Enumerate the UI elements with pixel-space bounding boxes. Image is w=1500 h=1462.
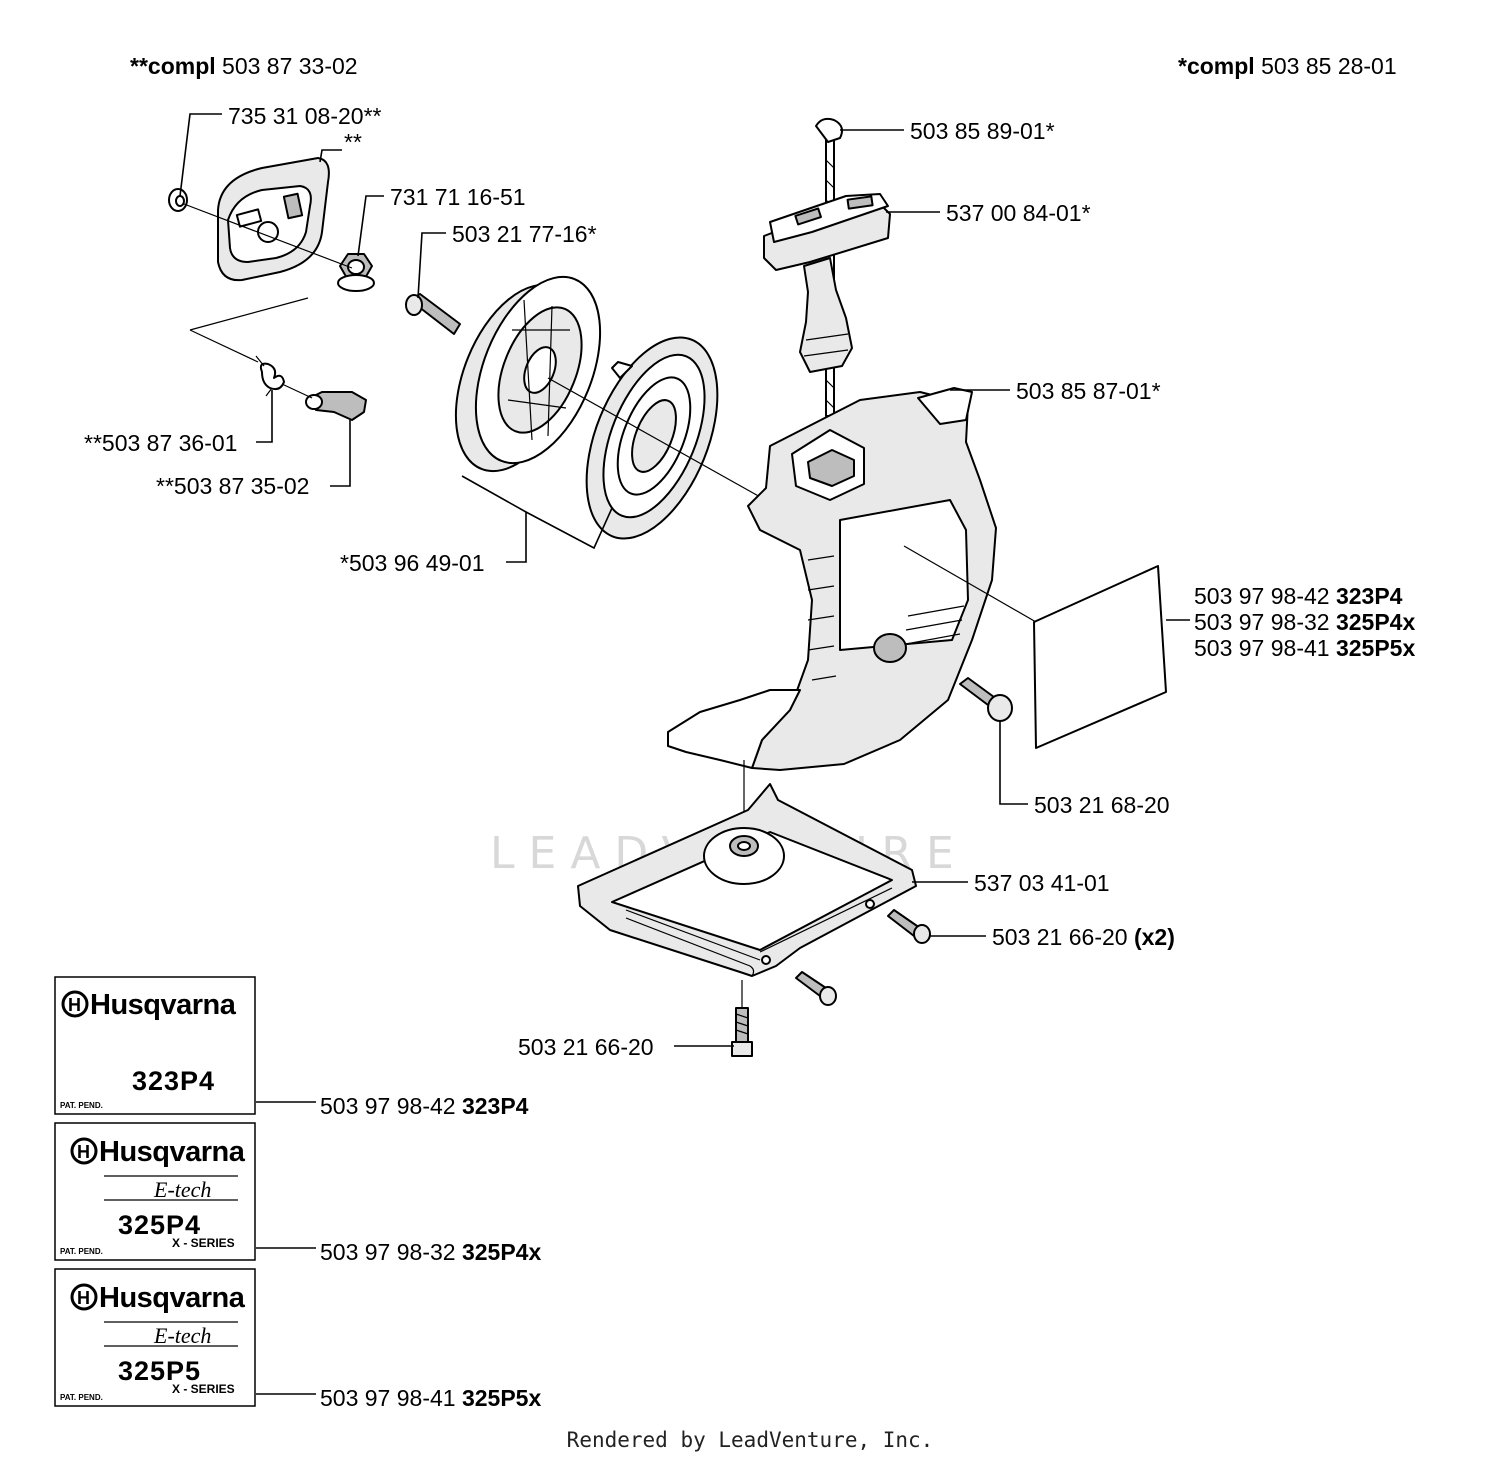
- leader-lines: [179, 113, 1190, 1395]
- svg-text:X - SERIES: X - SERIES: [172, 1236, 235, 1250]
- husqvarna-logo-icon: H: [70, 1137, 98, 1165]
- decal-325p5x: H Husqvarna E-tech 325P5 X - SERIES PAT.…: [54, 1268, 256, 1407]
- starter-housing: [667, 387, 997, 830]
- starter-screw: [405, 293, 461, 335]
- svg-text:H: H: [77, 1142, 90, 1162]
- svg-text:Husqvarna: Husqvarna: [99, 1136, 246, 1168]
- plate-screw-lower: [731, 1007, 753, 1057]
- decal-323p4: H Husqvarna 323P4 PAT. PEND.: [54, 976, 256, 1115]
- callout-731-71-16-51: 731 71 16-51: [390, 184, 526, 210]
- svg-text:325P4: 325P4: [118, 1210, 201, 1240]
- mounting-plate: [577, 783, 917, 977]
- callout-537-00-84-01: 537 00 84-01*: [946, 200, 1091, 226]
- svg-text:Husqvarna: Husqvarna: [99, 1282, 246, 1314]
- callout-decal-box-323p4: 503 97 98-42 323P4: [320, 1093, 529, 1119]
- callout-537-03-41-01: 537 03 41-01: [974, 870, 1110, 896]
- husqvarna-logo-icon: H: [70, 1283, 98, 1311]
- callout-503-21-77-16: 503 21 77-16*: [452, 221, 597, 247]
- recoil-spring: [585, 336, 719, 540]
- decal-sheet: [1033, 565, 1167, 749]
- callout-503-87-36-01: **503 87 36-01: [84, 430, 237, 456]
- callout-735-31-08-20: 735 31 08-20**: [228, 103, 382, 129]
- callout-503-21-66-20: 503 21 66-20: [518, 1034, 654, 1060]
- svg-text:E-tech: E-tech: [153, 1177, 211, 1202]
- husqvarna-logo-icon: H: [61, 990, 89, 1018]
- svg-text:323P4: 323P4: [132, 1066, 215, 1096]
- pawl: [305, 391, 367, 421]
- footer-credit: Rendered by LeadVenture, Inc.: [566, 1428, 934, 1452]
- svg-text:325P5: 325P5: [118, 1356, 201, 1386]
- callout-decal-325p5x: 503 97 98-41 325P5x: [1194, 635, 1415, 661]
- retainer-washer: [168, 188, 188, 212]
- svg-text:PAT. PEND.: PAT. PEND.: [60, 1393, 103, 1402]
- callout-503-21-66-20-x2: 503 21 66-20 (x2): [992, 924, 1175, 950]
- flange-nut: [337, 253, 375, 292]
- svg-text:PAT. PEND.: PAT. PEND.: [60, 1247, 103, 1256]
- housing-screw: [959, 677, 1013, 722]
- callout-503-96-49-01: *503 96 49-01: [340, 550, 485, 576]
- plate-screw-upper: [887, 909, 931, 944]
- callout-decal-box-325p4x: 503 97 98-32 325P4x: [320, 1239, 541, 1265]
- callout-decal-box-325p5x: 503 97 98-41 325P5x: [320, 1385, 541, 1411]
- header-right: *compl 503 85 28-01: [1178, 53, 1397, 79]
- rope-pulley: [454, 275, 602, 473]
- svg-text:H: H: [77, 1288, 90, 1308]
- decal-325p4x: H Husqvarna E-tech 325P4 X - SERIES PAT.…: [54, 1122, 256, 1261]
- svg-text:Husqvarna: Husqvarna: [90, 989, 237, 1021]
- header-left: **compl 503 87 33-02: [130, 53, 358, 79]
- callout-503-85-87-01: 503 85 87-01*: [1016, 378, 1161, 404]
- svg-text:PAT. PEND.: PAT. PEND.: [60, 1101, 103, 1110]
- svg-text:X - SERIES: X - SERIES: [172, 1382, 235, 1396]
- callout-503-21-68-20: 503 21 68-20: [1034, 792, 1170, 818]
- pulley-cover-part: [217, 157, 330, 282]
- svg-text:H: H: [68, 995, 81, 1015]
- pawl-spring: [255, 355, 285, 397]
- plate-screw-middle: [795, 971, 837, 1006]
- callout-503-87-35-02: **503 87 35-02: [156, 473, 309, 499]
- callout-decal-325p4x: 503 97 98-32 325P4x: [1194, 609, 1415, 635]
- callout-503-85-89-01: 503 85 89-01*: [910, 118, 1055, 144]
- callout-decal-323p4: 503 97 98-42 323P4: [1194, 583, 1403, 609]
- starter-handle: [763, 193, 891, 373]
- svg-text:E-tech: E-tech: [153, 1323, 211, 1348]
- callout-double-asterisk: **: [344, 129, 362, 155]
